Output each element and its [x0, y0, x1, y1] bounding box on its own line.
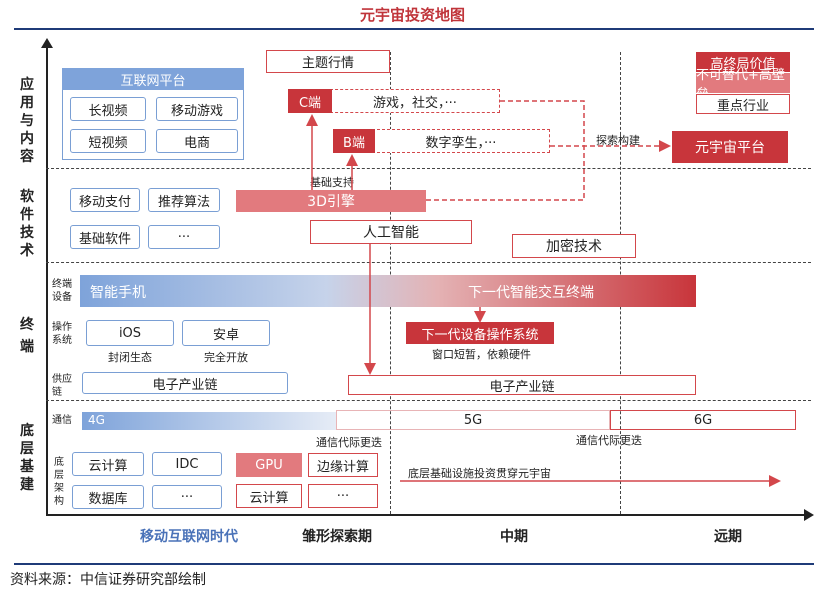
period-long: 远期 — [714, 529, 742, 545]
ios-note: 封闭生态 — [108, 351, 152, 364]
arch-label: 底层架构 — [54, 457, 64, 507]
explore-label: 探索构建 — [596, 134, 640, 147]
android-box: 安卓 — [182, 320, 270, 346]
theme-market-box: 主题行情 — [266, 50, 390, 73]
infra-cloud-old: 云计算 — [72, 452, 144, 476]
row-divider-2 — [46, 262, 811, 263]
next-os-box: 下一代设备操作系统 — [406, 322, 554, 344]
c-end-content-box: 游戏，社交，··· — [330, 89, 500, 113]
supply-chain-old: 电子产业链 — [82, 372, 288, 394]
app-short-video: 短视频 — [70, 129, 146, 153]
infra-idc: IDC — [152, 452, 222, 476]
row-divider-1 — [46, 168, 811, 169]
android-note: 完全开放 — [204, 351, 248, 364]
comm-6g-bar: 6G — [610, 410, 796, 430]
os-label: 操作系统 — [52, 322, 72, 346]
period-mid: 中期 — [500, 529, 528, 545]
comm-note-2: 通信代际更迭 — [576, 434, 642, 447]
ai-box: 人工智能 — [310, 220, 472, 244]
infra-more-old: ··· — [152, 485, 222, 509]
device-label: 终端设备 — [52, 279, 72, 303]
c-end-tag: C端 — [288, 89, 332, 113]
app-ecommerce: 电商 — [156, 129, 238, 153]
x-axis — [46, 514, 806, 516]
app-mobile-game: 移动游戏 — [156, 97, 238, 121]
infra-invest-note: 底层基础设施投资贯穿元宇宙 — [408, 467, 551, 480]
b-end-tag: B端 — [333, 129, 375, 153]
y-axis-arrow-icon — [41, 38, 53, 48]
period-embryonic: 雏形探索期 — [302, 529, 372, 545]
next-os-note: 窗口短暂，依赖硬件 — [432, 348, 531, 361]
page-title: 元宇宙投资地图 — [359, 6, 465, 24]
b-end-content-box: 数字孪生，··· — [372, 129, 550, 153]
supply-label: 供应链 — [52, 374, 72, 398]
value-tag-high: 高终局价值 — [696, 52, 790, 72]
y-axis — [46, 46, 48, 516]
engine-3d-box: 3D引擎 — [236, 190, 426, 212]
row-label-app: 应用与内容 — [20, 77, 34, 165]
infra-edge: 边缘计算 — [308, 453, 378, 477]
app-long-video: 长视频 — [70, 97, 146, 121]
top-rule — [14, 28, 814, 30]
comm-note-1: 通信代际更迭 — [316, 436, 382, 449]
source-note: 资料来源：中信证券研究部绘制 — [10, 572, 206, 588]
period-mobile: 移动互联网时代 — [140, 529, 238, 545]
infra-cloud-new: 云计算 — [236, 484, 302, 508]
sw-mobile-pay: 移动支付 — [70, 188, 140, 212]
base-support-label: 基础支持 — [310, 176, 354, 189]
internet-platform-header: 互联网平台 — [62, 68, 244, 90]
row-label-software: 软件技术 — [20, 189, 34, 259]
sw-more: ··· — [148, 225, 220, 249]
comm-4g-label: 4G — [88, 413, 105, 427]
crypto-box: 加密技术 — [512, 234, 636, 258]
x-axis-arrow-icon — [804, 509, 814, 521]
row-label-terminal: 终端 — [20, 317, 34, 355]
smartphone-label: 智能手机 — [90, 285, 146, 301]
value-tag-key: 重点行业 — [696, 94, 790, 114]
comm-label: 通信 — [52, 415, 72, 426]
infra-database: 数据库 — [72, 485, 144, 509]
sw-recommend: 推荐算法 — [148, 188, 220, 212]
infra-more-new: ··· — [308, 484, 378, 508]
bottom-rule — [14, 563, 814, 565]
comm-5g-bar: 5G — [336, 410, 610, 430]
row-divider-3 — [46, 400, 811, 401]
metaverse-platform-box: 元宇宙平台 — [672, 131, 788, 163]
next-interaction-label: 下一代智能交互终端 — [468, 285, 594, 301]
row-label-infra: 底层基建 — [20, 423, 34, 493]
device-gradient-bar — [80, 275, 696, 307]
comm-4g-bar — [82, 412, 336, 430]
supply-chain-new: 电子产业链 — [348, 375, 696, 395]
sw-base-software: 基础软件 — [70, 225, 140, 249]
ios-box: iOS — [86, 320, 174, 346]
engine-c-dashed-link — [426, 100, 585, 201]
infra-gpu: GPU — [236, 453, 302, 477]
